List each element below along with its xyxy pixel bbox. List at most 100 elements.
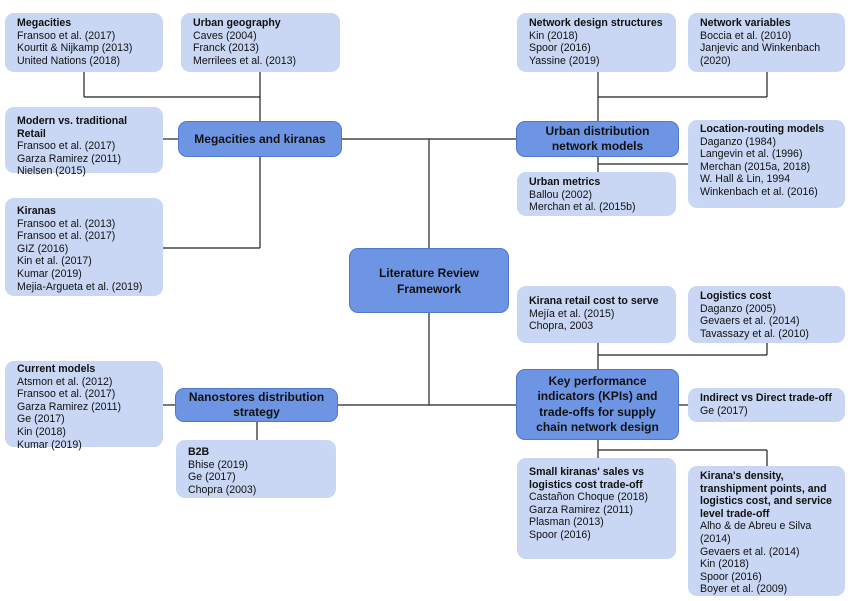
reference-item: Mejía et al. (2015) — [529, 307, 615, 320]
box-indirect-direct: Indirect vs Direct trade-off Ge (2017) — [688, 388, 845, 422]
box-title: Small kiranas' sales vs logistics cost t… — [529, 466, 645, 491]
reference-item: Kin et al. (2017) — [17, 255, 92, 268]
reference-item: Garza Ramirez (2011) — [17, 400, 122, 413]
box-small-kiranas: Small kiranas' sales vs logistics cost t… — [517, 458, 676, 559]
box-modern-retail: Modern vs. traditional Retail Fransoo et… — [5, 107, 163, 177]
reference-item: Fransoo et al. (2017) — [17, 140, 116, 153]
reference-item: Gevaers et al. (2014) — [700, 315, 800, 328]
box-title: Kirana's density, transhipment points, a… — [700, 470, 832, 520]
reference-item: United Nations (2018) — [17, 54, 121, 67]
box-kirana-density: Kirana's density, transhipment points, a… — [688, 466, 845, 596]
reference-item: Castañon Choque (2018) — [529, 491, 648, 504]
box-title: Current models — [17, 363, 96, 375]
reference-item: Fransoo et al. (2017) — [17, 29, 116, 42]
reference-item: Caves (2004) — [193, 29, 257, 42]
category-urban-distribution-label: Urban distribution network models — [545, 124, 650, 153]
box-title: B2B — [188, 446, 210, 458]
reference-list: Fransoo et al. (2013) Fransoo et al. (20… — [17, 218, 157, 294]
reference-item: Mejia-Argueta et al. (2019) — [17, 280, 143, 293]
box-title: Kiranas — [17, 205, 56, 217]
reference-list: Mejía et al. (2015) Chopra, 2003 — [529, 308, 670, 333]
reference-item: Ballou (2002) — [529, 188, 593, 201]
reference-item: Langevin et al. (1996) — [700, 148, 803, 161]
reference-list: Ballou (2002) Merchan et al. (2015b) — [529, 189, 670, 214]
center-node-literature-review: Literature Review Framework — [349, 248, 509, 313]
reference-item: Boccia et al. (2010) — [700, 29, 792, 42]
box-title: Megacities — [17, 17, 72, 29]
reference-item: Garza Ramirez (2011) — [17, 152, 122, 165]
reference-item: Gevaers et al. (2014) — [700, 545, 800, 558]
box-title: Modern vs. traditional Retail — [17, 115, 128, 140]
reference-item: Kumar (2019) — [17, 438, 82, 451]
reference-list: Fransoo et al. (2017) Garza Ramirez (201… — [17, 140, 157, 178]
category-urban-distribution: Urban distribution network models — [516, 121, 679, 157]
reference-list: Ge (2017) — [700, 405, 839, 418]
reference-list: Caves (2004) Franck (2013) Merrilees et … — [193, 30, 334, 68]
box-kirana-cost: Kirana retail cost to serve Mejía et al.… — [517, 286, 676, 343]
reference-list: Daganzo (2005) Gevaers et al. (2014) Tav… — [700, 303, 839, 341]
category-nanostores: Nanostores distribution strategy — [175, 388, 338, 422]
reference-item: Plasman (2013) — [529, 516, 604, 529]
reference-item: Merrilees et al. (2013) — [193, 54, 297, 67]
reference-item: Ge (2017) — [700, 404, 748, 417]
reference-item: Tavassazy et al. (2010) — [700, 327, 809, 340]
box-urban-geography: Urban geography Caves (2004) Franck (201… — [181, 13, 340, 72]
reference-item: Kin (2018) — [529, 29, 578, 42]
reference-item: Boyer et al. (2009) — [700, 583, 788, 596]
category-nanostores-label: Nanostores distribution strategy — [188, 390, 325, 419]
box-urban-metrics: Urban metrics Ballou (2002) Merchan et a… — [517, 172, 676, 216]
reference-item: Garza Ramirez (2011) — [529, 503, 634, 516]
reference-item: Kourtit & Nijkamp (2013) — [17, 42, 133, 55]
box-b2b: B2B Bhise (2019) Ge (2017) Chopra (2003) — [176, 440, 336, 498]
box-title: Indirect vs Direct trade-off — [700, 392, 832, 404]
reference-list: Alho & de Abreu e Silva (2014) Gevaers e… — [700, 520, 839, 596]
center-node-title: Literature Review Framework — [378, 265, 480, 296]
reference-item: Atsmon et al. (2012) — [17, 375, 113, 388]
reference-list: Atsmon et al. (2012) Fransoo et al. (201… — [17, 376, 157, 452]
box-network-design: Network design structures Kin (2018) Spo… — [517, 13, 676, 72]
reference-item: Fransoo et al. (2017) — [17, 388, 116, 401]
reference-item: GIZ (2016) — [17, 242, 69, 255]
reference-item: Ge (2017) — [17, 413, 65, 426]
box-title: Logistics cost — [700, 290, 772, 302]
reference-item: Kin (2018) — [17, 425, 66, 438]
box-title: Urban geography — [193, 17, 281, 29]
reference-item: Alho & de Abreu e Silva (2014) — [700, 520, 812, 545]
box-network-variables: Network variables Boccia et al. (2010) J… — [688, 13, 845, 72]
reference-item: Merchan et al. (2015b) — [529, 201, 636, 214]
reference-item: Spoor (2016) — [700, 570, 762, 583]
reference-item: Chopra, 2003 — [529, 320, 594, 333]
box-title: Location-routing models — [700, 123, 825, 135]
box-title: Kirana retail cost to serve — [529, 295, 659, 307]
reference-list: Castañon Choque (2018) Garza Ramirez (20… — [529, 491, 670, 541]
reference-list: Bhise (2019) Ge (2017) Chopra (2003) — [188, 459, 330, 497]
reference-item: Spoor (2016) — [529, 42, 591, 55]
box-title: Network variables — [700, 17, 791, 29]
category-megacities-kiranas: Megacities and kiranas — [178, 121, 342, 157]
reference-list: Fransoo et al. (2017) Kourtit & Nijkamp … — [17, 30, 157, 68]
box-title: Urban metrics — [529, 176, 601, 188]
reference-item: Chopra (2003) — [188, 483, 257, 496]
reference-item: Fransoo et al. (2013) — [17, 217, 116, 230]
reference-item: Daganzo (1984) — [700, 135, 776, 148]
box-logistics-cost: Logistics cost Daganzo (2005) Gevaers et… — [688, 286, 845, 343]
reference-item: Merchan (2015a, 2018) — [700, 160, 811, 173]
category-kpis-label: Key performance indicators (KPIs) and tr… — [536, 373, 659, 435]
reference-item: Bhise (2019) — [188, 458, 249, 471]
reference-item: Janjevic and Winkenbach (2020) — [700, 42, 821, 67]
box-megacities: Megacities Fransoo et al. (2017) Kourtit… — [5, 13, 163, 72]
reference-item: Ge (2017) — [188, 471, 236, 484]
category-megacities-label: Megacities and kiranas — [194, 132, 326, 146]
box-location-routing: Location-routing models Daganzo (1984) L… — [688, 120, 845, 208]
reference-item: Winkenbach et al. (2016) — [700, 185, 818, 198]
reference-item: W. Hall & Lin, 1994 — [700, 173, 791, 186]
box-kiranas: Kiranas Fransoo et al. (2013) Fransoo et… — [5, 198, 163, 296]
reference-list: Kin (2018) Spoor (2016) Yassine (2019) — [529, 30, 670, 68]
box-title: Network design structures — [529, 17, 663, 29]
category-kpis: Key performance indicators (KPIs) and tr… — [516, 369, 679, 440]
reference-list: Boccia et al. (2010) Janjevic and Winken… — [700, 30, 839, 68]
reference-item: Franck (2013) — [193, 42, 259, 55]
reference-list: Daganzo (1984) Langevin et al. (1996) Me… — [700, 136, 839, 199]
reference-item: Kin (2018) — [700, 558, 749, 571]
